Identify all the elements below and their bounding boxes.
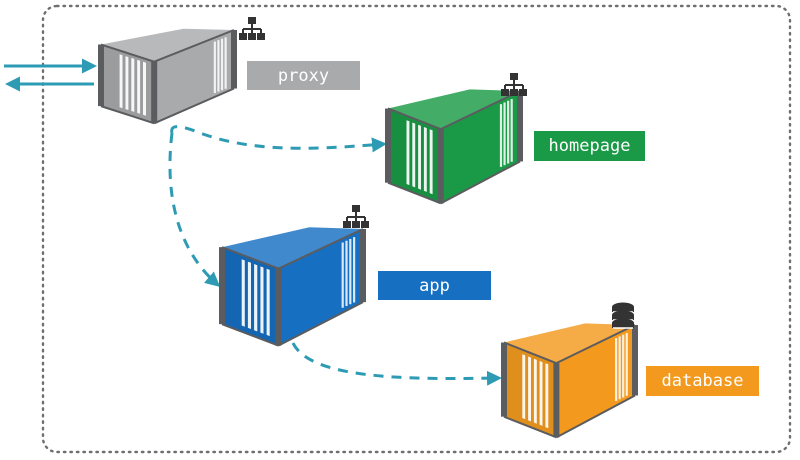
database-container-top <box>504 323 635 364</box>
homepage-container-top <box>388 89 520 130</box>
proxy-container-doors <box>119 54 146 116</box>
app-container-posts <box>219 228 366 347</box>
network-icon <box>343 205 369 228</box>
database-icon <box>612 302 634 329</box>
homepage-label: homepage <box>534 131 645 161</box>
homepage-container-doors <box>406 120 433 195</box>
proxy-container <box>98 17 265 125</box>
external-traffic <box>4 58 97 92</box>
app-container-ribs <box>341 237 356 308</box>
proxy-container-posts <box>98 29 237 125</box>
app-label: app <box>378 271 491 300</box>
network-boundary <box>41 4 792 454</box>
app-container <box>219 205 369 347</box>
proxy-container-top <box>101 28 234 62</box>
database-container-ribs <box>615 333 628 401</box>
proxy-label: proxy <box>247 61 360 90</box>
connector-proxy-app <box>168 132 221 287</box>
app-container-doors <box>241 259 270 337</box>
homepage-container <box>385 73 527 205</box>
homepage-container-posts <box>385 90 523 205</box>
network-icon <box>501 73 527 96</box>
database-container <box>501 302 638 439</box>
database-container-posts <box>501 324 638 439</box>
database-label: database <box>646 366 759 396</box>
database-container-doors <box>522 354 549 429</box>
network-icon <box>239 17 265 40</box>
containers <box>98 17 638 439</box>
connectors <box>168 125 502 386</box>
connector-app-database <box>291 342 502 386</box>
connector-proxy-homepage <box>170 125 387 153</box>
proxy-container-ribs <box>213 37 227 94</box>
homepage-container-ribs <box>499 99 513 167</box>
app-container-top <box>222 227 363 269</box>
